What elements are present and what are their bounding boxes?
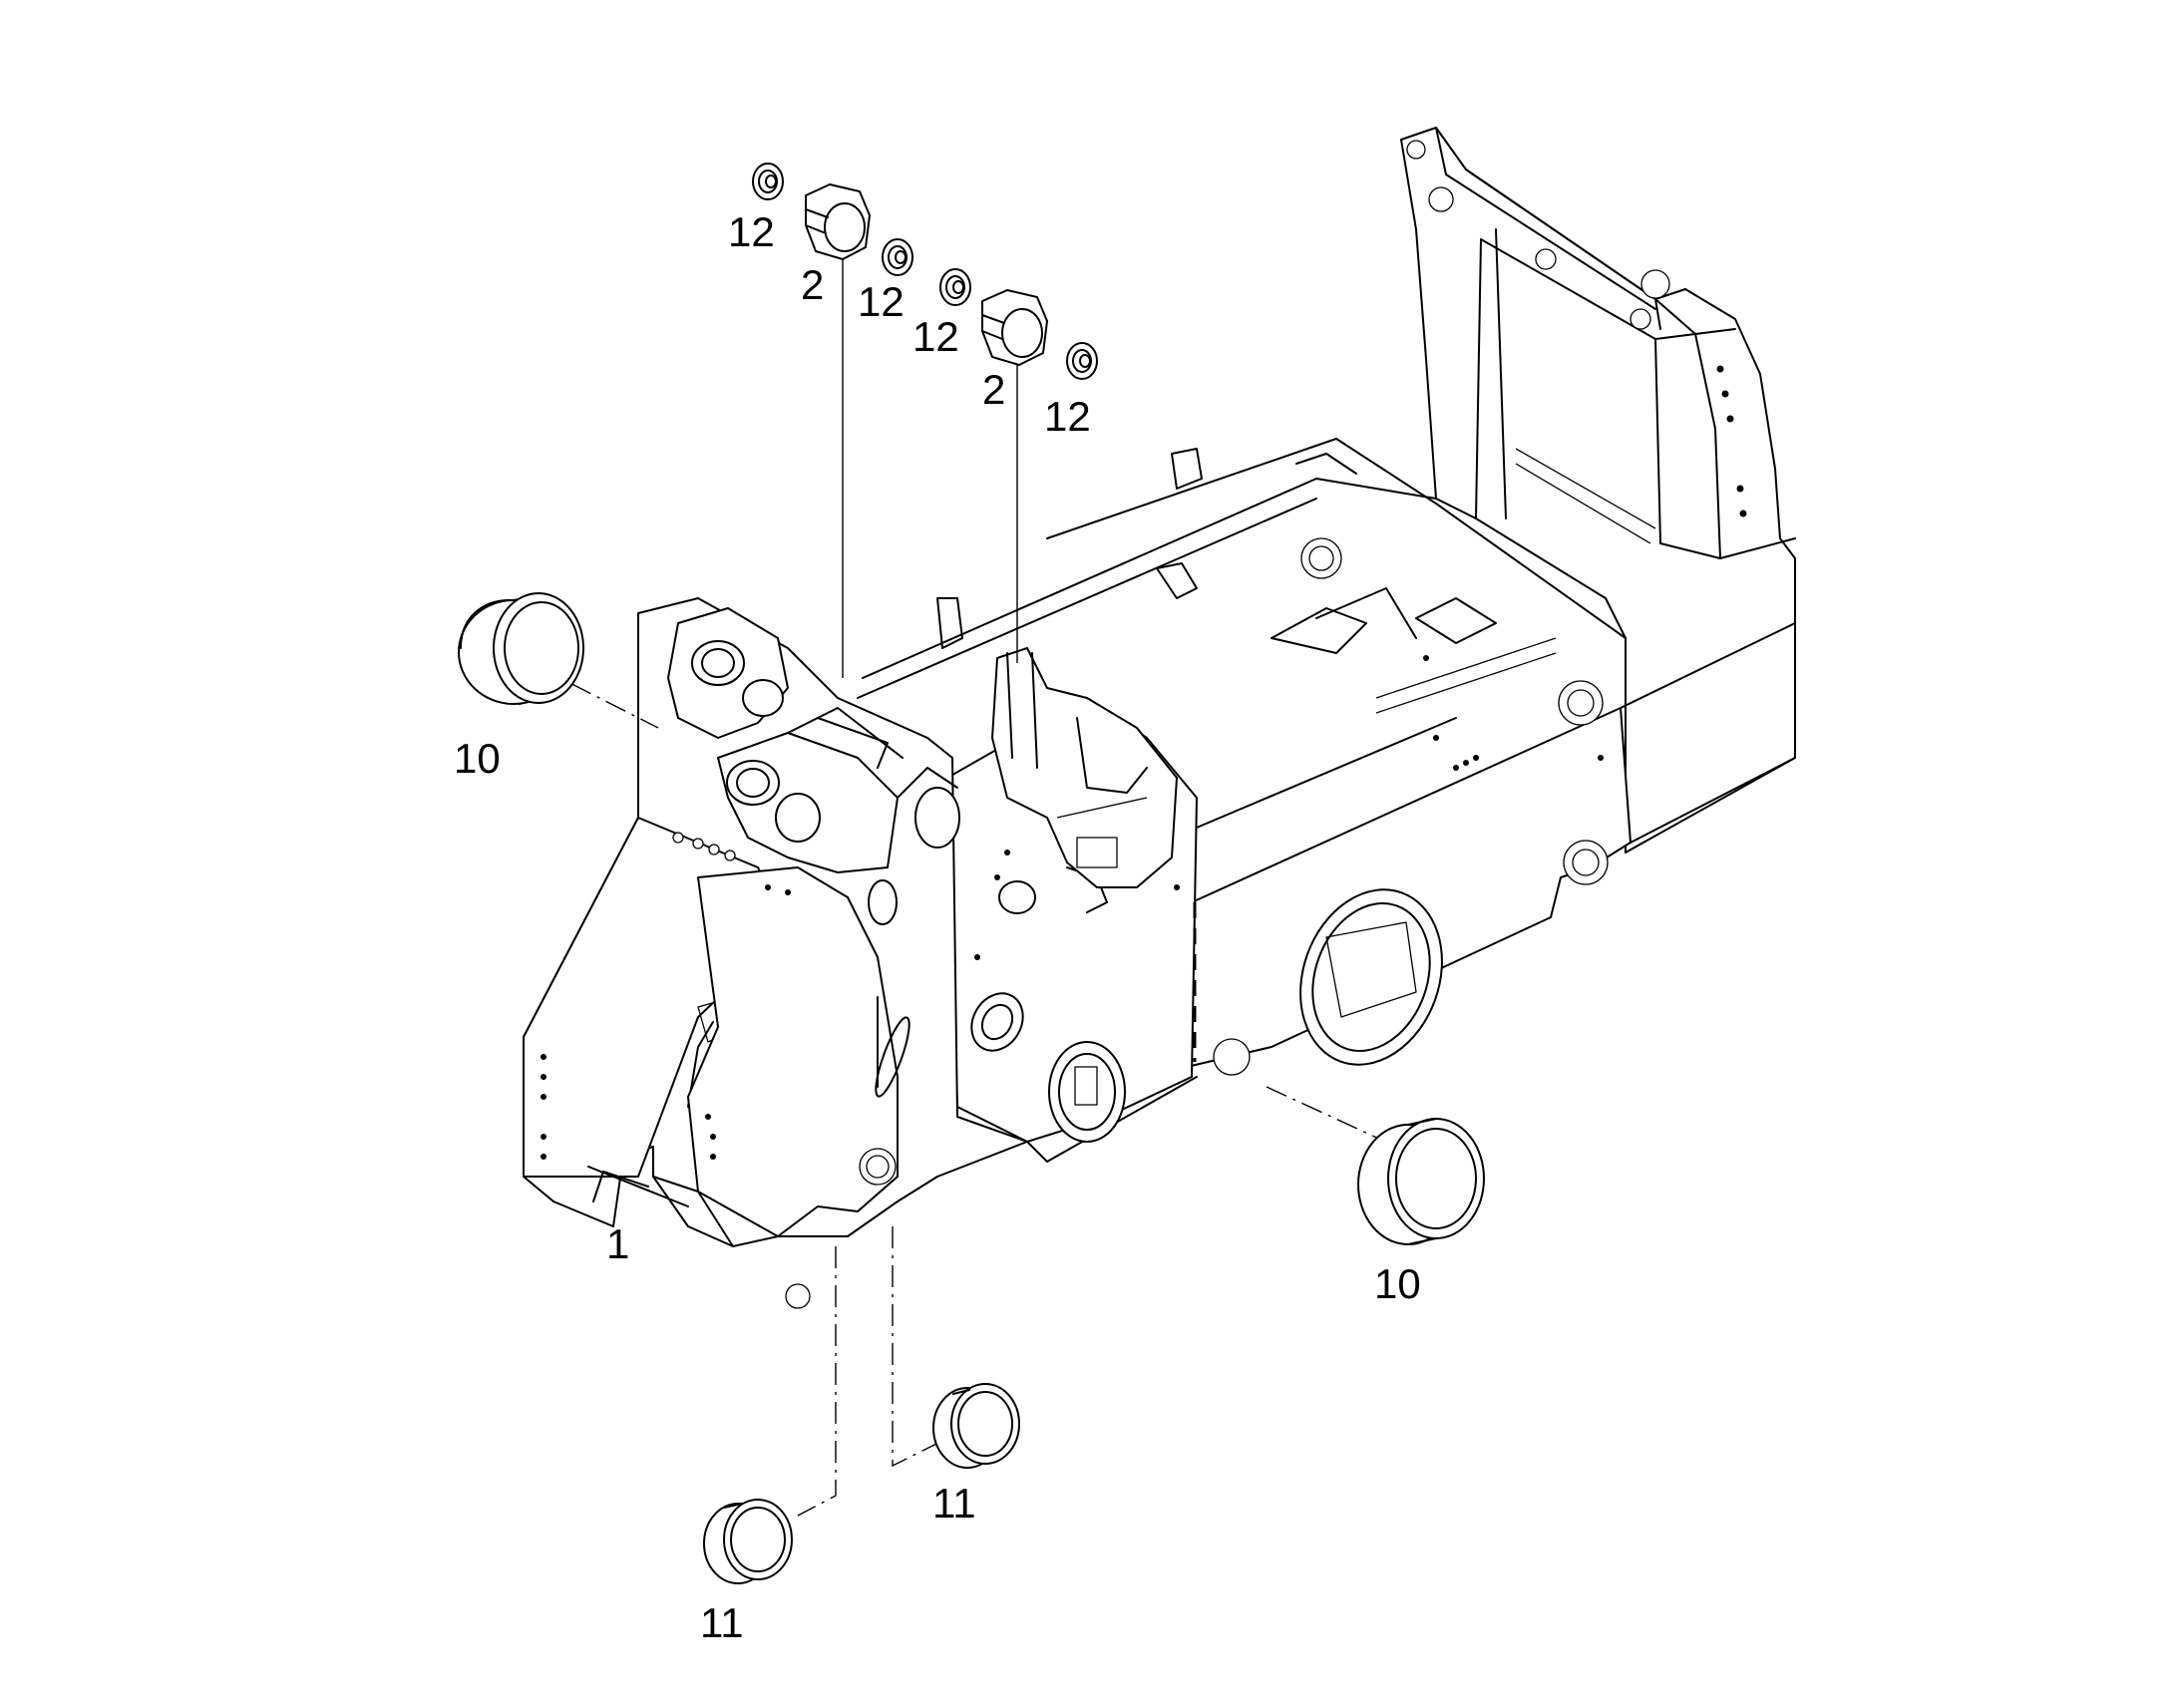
upper-beams [857, 448, 1437, 699]
bushing-10-right [1357, 1118, 1485, 1245]
callout-pin-upper-right: 2 [982, 366, 1005, 413]
callout-bushing-large-left: 10 [454, 735, 501, 782]
pin-2-upper-right [981, 289, 1048, 366]
seal-12-a [752, 163, 784, 200]
callout-seal-1: 12 [728, 208, 775, 255]
callout-seal-4: 12 [1044, 393, 1091, 440]
seal-12-d [1066, 342, 1098, 380]
bushing-11-right [932, 1383, 1020, 1469]
bushing-10-left [458, 592, 584, 705]
callout-pin-upper-left: 2 [801, 261, 824, 308]
right-side-plate [1181, 622, 1796, 1076]
bushing-11-left [703, 1499, 793, 1584]
callout-frame: 1 [606, 1220, 629, 1267]
callout-seal-2: 12 [858, 278, 905, 325]
center-deck [1046, 438, 1627, 829]
callout-bushing-small-left: 11 [700, 1599, 744, 1646]
main-frame-part [523, 127, 1796, 1309]
leader-lines [536, 241, 1397, 1517]
seal-12-b [882, 238, 913, 276]
front-frame-body [523, 597, 1028, 1309]
center-bracket [991, 647, 1178, 888]
callout-bushing-large-right: 10 [1374, 1260, 1421, 1307]
callout-bushing-small-right: 11 [932, 1480, 976, 1527]
seal-12-c [939, 268, 971, 306]
callout-seal-3: 12 [912, 313, 959, 360]
pin-2-upper-left [805, 183, 871, 260]
